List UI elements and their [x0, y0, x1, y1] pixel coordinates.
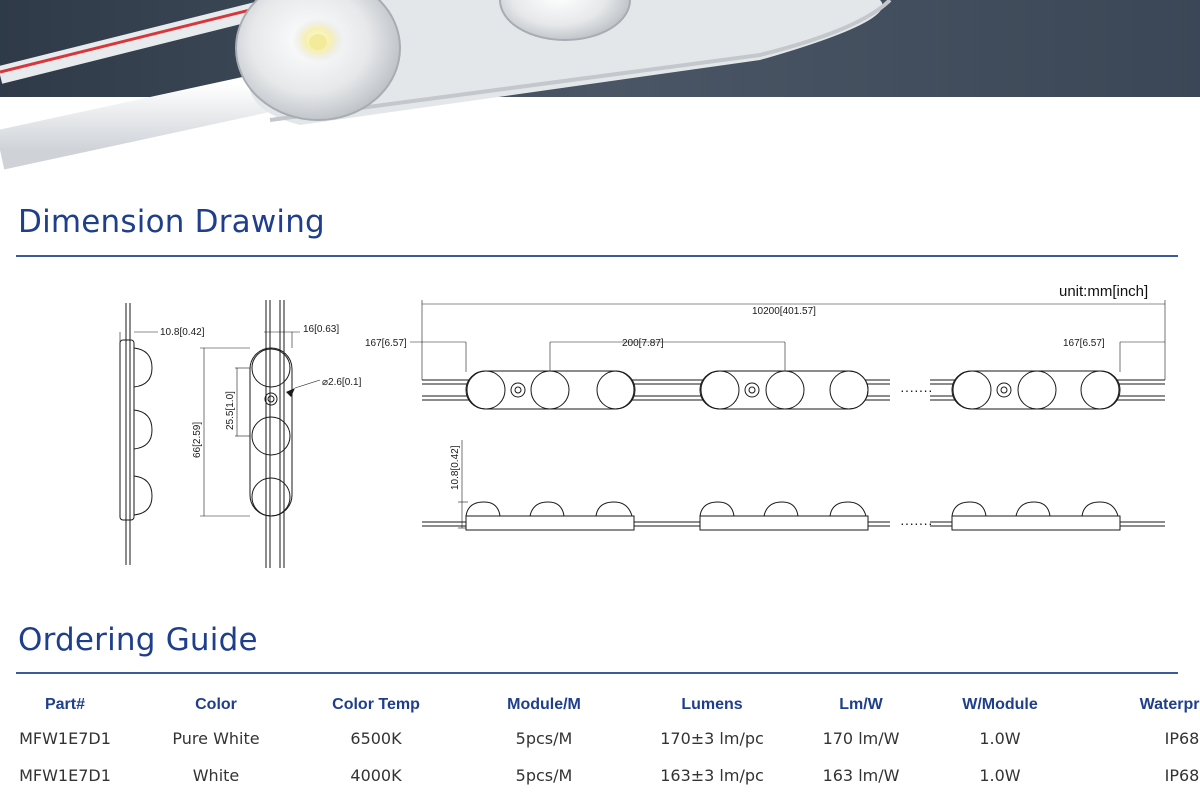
header-module-per-m: Module/M — [507, 696, 581, 713]
cell-color: White — [192, 766, 240, 785]
cell-lumens: 170±3 lm/pc — [660, 729, 764, 748]
dimension-drawing-title: Dimension Drawing — [18, 204, 325, 240]
hole-dim-value: 2.6[0.1] — [328, 377, 362, 388]
cell-lumens: 163±3 lm/pc — [660, 766, 764, 785]
section-divider — [16, 672, 1178, 674]
length-dim: 66[2.59] — [192, 422, 203, 458]
table-row: MFW1E7D1 White 4000K 5pcs/M 163±3 lm/pc … — [0, 757, 1200, 794]
header-waterproof: Waterproof — [1139, 696, 1200, 713]
header-lm-per-w: Lm/W — [839, 696, 883, 713]
ordering-guide-title: Ordering Guide — [18, 622, 258, 658]
cell-waterproof: IP68 — [1164, 729, 1200, 748]
hole-dim: ⌀2.6[0.1] — [322, 377, 362, 388]
cell-module-per-m: 5pcs/M — [515, 766, 573, 785]
cell-lm-per-w: 170 lm/W — [822, 729, 900, 748]
header-color: Color — [195, 696, 237, 713]
module-spacing-dim: 200[7.87] — [622, 338, 664, 349]
product-hero-image — [0, 0, 1200, 190]
cell-part: MFW1E7D1 — [19, 766, 111, 785]
table-header-row: Part# Color Color Temp Module/M Lumens L… — [0, 690, 1200, 720]
dimension-drawing: 10.8[0.42] 16[0.63] ⌀2.6[0.1] 25.5[1.0] … — [119, 300, 1166, 568]
section-divider — [16, 255, 1178, 257]
height-dim: 10.8[0.42] — [450, 445, 461, 490]
continuation-dots-bottom: ······· — [900, 515, 933, 531]
cell-color: Pure White — [172, 729, 260, 748]
cell-waterproof: IP68 — [1164, 766, 1200, 785]
cell-lm-per-w: 163 lm/W — [822, 766, 900, 785]
total-length-dim: 10200[401.57] — [752, 306, 816, 317]
header-color-temp: Color Temp — [332, 696, 420, 713]
pitch-dim: 25.5[1.0] — [225, 391, 236, 430]
header-lumens: Lumens — [681, 696, 743, 713]
cell-w-per-module: 1.0W — [979, 766, 1021, 785]
continuation-dots-top: ······· — [900, 382, 933, 398]
cell-w-per-module: 1.0W — [979, 729, 1021, 748]
front-width-dim: 16[0.63] — [303, 324, 339, 335]
table-row: MFW1E7D1 Pure White 6500K 5pcs/M 170±3 l… — [0, 720, 1200, 757]
cell-color-temp: 6500K — [350, 729, 402, 748]
unit-label: unit:mm[inch] — [1059, 283, 1149, 300]
lead-left-dim: 167[6.57] — [365, 338, 407, 349]
cell-module-per-m: 5pcs/M — [515, 729, 573, 748]
ordering-table: Part# Color Color Temp Module/M Lumens L… — [0, 690, 1200, 794]
header-part: Part# — [44, 696, 86, 713]
lead-right-dim: 167[6.57] — [1063, 338, 1105, 349]
cell-color-temp: 4000K — [350, 766, 402, 785]
diameter-icon: ⌀ — [322, 377, 328, 388]
header-w-per-module: W/Module — [962, 696, 1038, 713]
side-width-dim: 10.8[0.42] — [160, 327, 205, 338]
cell-part: MFW1E7D1 — [19, 729, 111, 748]
